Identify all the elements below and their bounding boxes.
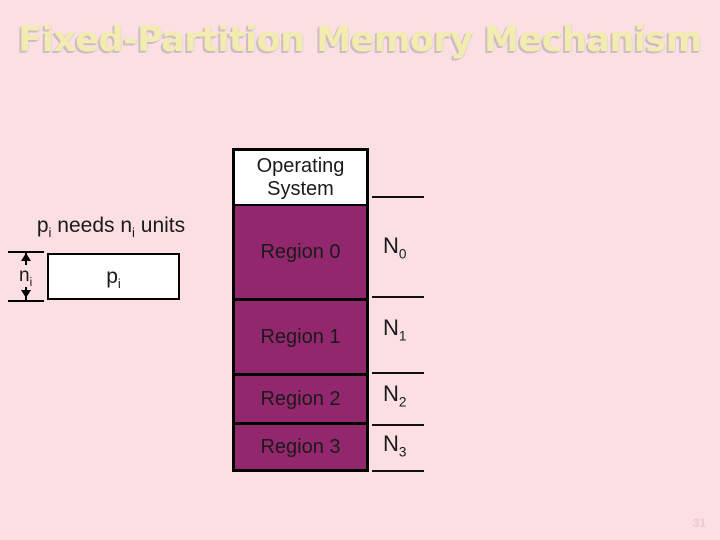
memory-block-region-3-label: Region 3 [260,435,341,458]
region-boundary-tick-2 [372,372,424,374]
caption-suffix-text: units [134,214,186,237]
region-size-label-1-main: N [383,315,399,340]
memory-block-os-label-line2: System [267,177,334,200]
region-boundary-tick-4 [372,470,424,472]
memory-block-os-label: Operating System [257,155,345,201]
region-boundary-tick-0 [372,196,424,198]
region-size-labels: N0 N1 N2 N3 [372,148,430,478]
process-block-label: pi [106,264,121,291]
region-boundary-tick-3 [372,424,424,426]
memory-block-operating-system: Operating System [232,148,369,206]
process-block: pi [47,253,180,300]
process-block-label-subscript: i [117,275,121,291]
memory-block-region-3: Region 3 [232,423,369,472]
caption-middle-text: needs n [51,214,133,237]
region-size-label-2: N2 [383,381,407,410]
dimension-tick-top [8,251,44,253]
dimension-tick-bottom [8,300,44,302]
region-size-label-0-subscript: 0 [398,246,407,262]
memory-block-region-0: Region 0 [232,204,369,301]
caption-process-symbol: p [36,214,49,237]
memory-diagram: Operating System Region 0 Region 1 Regio… [232,148,369,472]
memory-block-region-2-label: Region 2 [260,387,341,410]
memory-block-region-2: Region 2 [232,374,369,425]
dimension-label-main: n [19,265,30,286]
memory-block-region-1-label: Region 1 [260,325,341,348]
page-number: 31 [692,516,706,530]
size-dimension-arrow: ni [8,251,48,302]
region-size-label-3-main: N [383,431,399,456]
memory-block-region-0-label: Region 0 [260,240,341,263]
region-size-label-3: N3 [383,431,407,460]
dimension-label: ni [18,265,34,289]
region-size-label-3-subscript: 3 [398,444,407,460]
region-size-label-2-subscript: 2 [398,394,407,410]
region-boundary-tick-1 [372,296,424,298]
arrow-up-icon [21,253,31,261]
page-title: Fixed-Partition Memory Mechanism [18,20,702,60]
caption-units-subscript: i [132,225,135,241]
process-block-label-main: p [106,264,118,288]
process-request-group: pi needs ni units ni pi [0,210,225,320]
memory-block-region-1: Region 1 [232,299,369,376]
dimension-label-subscript: i [29,275,33,289]
memory-block-os-label-line1: Operating [256,154,345,177]
region-size-label-2-main: N [383,381,399,406]
region-size-label-1: N1 [383,315,407,344]
region-size-label-0: N0 [383,233,407,262]
process-request-caption: pi needs ni units [0,214,222,241]
arrow-down-icon [21,290,31,298]
region-size-label-0-main: N [383,233,399,258]
region-size-label-1-subscript: 1 [398,328,407,344]
caption-process-subscript: i [48,225,52,241]
